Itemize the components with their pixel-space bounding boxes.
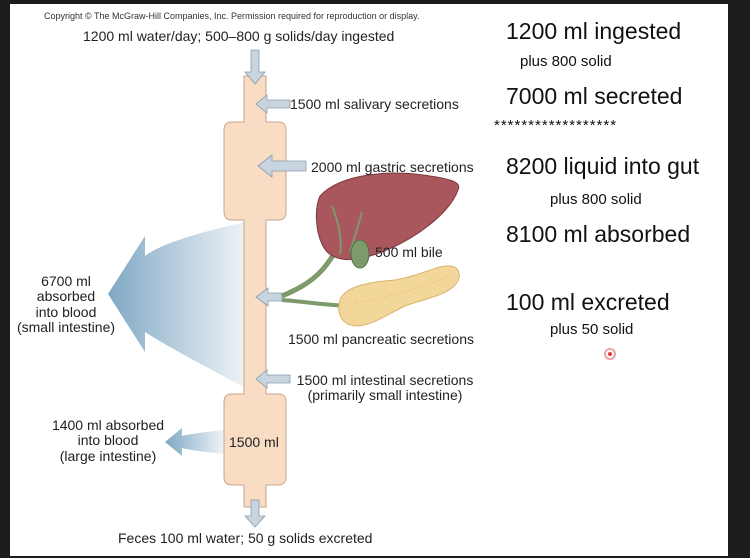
- excretion-arrow: [244, 499, 266, 528]
- ingested-label: 1200 ml water/day; 500–800 g solids/day …: [83, 28, 395, 44]
- note-absorbed: 8100 ml absorbed: [506, 221, 691, 247]
- pointer-dot: [604, 348, 616, 360]
- gallbladder: [350, 239, 370, 269]
- pancreas: [338, 265, 460, 327]
- intestinal-label: 1500 ml intestinal secretions (primarily…: [296, 372, 474, 404]
- note-separator: ******************: [494, 117, 618, 134]
- note-liquid-into-gut: 8200 liquid into gut: [506, 153, 700, 179]
- gastric-secretion-arrow: [257, 154, 307, 178]
- liver: [315, 172, 460, 261]
- large-intestine-absorbed-label: 1400 ml absorbed into blood (large intes…: [51, 417, 165, 464]
- feces-label: Feces 100 ml water; 50 g solids excreted: [118, 530, 373, 546]
- large-intestine-absorption-arrow: [165, 428, 224, 456]
- pancreatic-label: 1500 ml pancreatic secretions: [288, 331, 474, 347]
- water-balance-diagram: [108, 49, 616, 528]
- slide: Copyright © The McGraw-Hill Companies, I…: [10, 4, 728, 556]
- intestinal-secretion-arrow: [255, 369, 291, 389]
- gastric-label: 2000 ml gastric secretions: [311, 159, 474, 175]
- colon-volume-label: 1500 ml: [229, 434, 279, 450]
- note-plus-solid-1: plus 800 solid: [520, 53, 612, 70]
- note-excreted: 100 ml excreted: [506, 289, 670, 315]
- note-plus-solid-3: plus 50 solid: [550, 321, 634, 338]
- note-secreted: 7000 ml secreted: [506, 83, 683, 109]
- bile-label: 500 ml bile: [375, 244, 443, 260]
- note-plus-solid-2: plus 800 solid: [550, 191, 642, 208]
- copyright-notice: Copyright © The McGraw-Hill Companies, I…: [44, 11, 420, 21]
- note-ingested: 1200 ml ingested: [506, 18, 682, 44]
- ingestion-arrow: [244, 49, 266, 85]
- small-intestine-absorbed-label: 6700 ml absorbed into blood (small intes…: [16, 273, 116, 336]
- small-intestine-absorption-arrow: [108, 222, 246, 388]
- salivary-secretion-arrow: [255, 94, 291, 114]
- salivary-label: 1500 ml salivary secretions: [290, 96, 459, 112]
- pancreatic-secretion-arrow: [255, 287, 283, 307]
- digestive-tract: [223, 75, 287, 508]
